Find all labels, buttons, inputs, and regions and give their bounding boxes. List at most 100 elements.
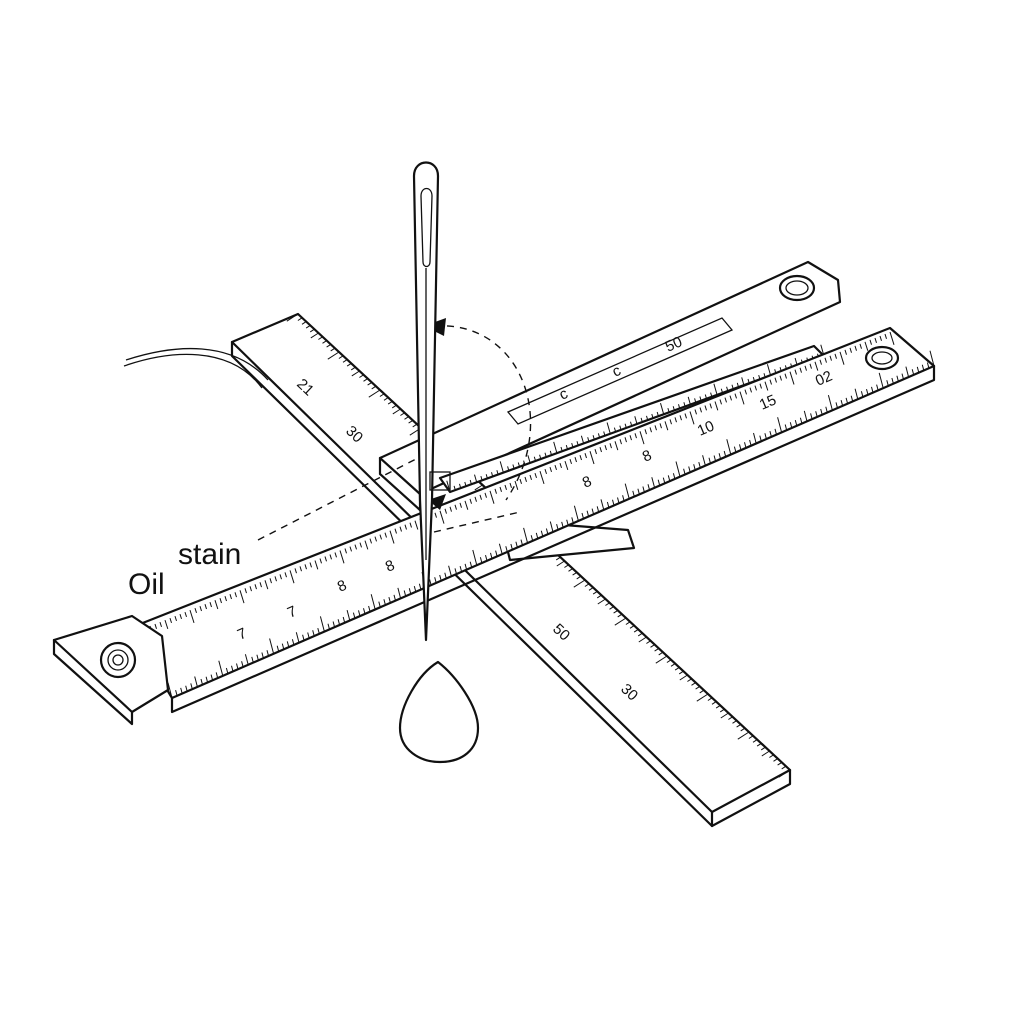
ruler-tick xyxy=(205,676,209,683)
oil-drop-icon xyxy=(398,660,480,764)
ruler-tick xyxy=(495,550,498,557)
ruler-tick xyxy=(167,682,173,699)
ruler-tick xyxy=(359,542,362,548)
ruler-tick xyxy=(660,402,665,415)
ruler-tick xyxy=(637,632,643,637)
ruler-tick xyxy=(803,410,808,422)
ruler-tick xyxy=(404,524,407,530)
ruler-tick xyxy=(707,697,713,701)
ruler-tick xyxy=(879,335,882,341)
ruler-tick xyxy=(714,401,719,411)
ruler-tick xyxy=(327,351,340,360)
ruler-tick xyxy=(444,508,447,514)
ruler-tick xyxy=(871,386,874,393)
ruler-tick xyxy=(694,409,697,415)
ruler-tick xyxy=(276,645,280,652)
ruler-tick xyxy=(864,341,869,351)
ruler-tick xyxy=(709,403,712,409)
ruler-tick xyxy=(194,607,197,614)
ruler-tick xyxy=(784,373,787,379)
ruler-tick xyxy=(749,387,752,393)
ruler-tick xyxy=(339,550,345,564)
ruler-tick xyxy=(517,462,520,467)
ruler-tick xyxy=(619,439,622,445)
ruler-tick xyxy=(397,587,402,599)
ruler-tick xyxy=(274,576,277,582)
ruler-tick xyxy=(591,508,595,515)
ruler-tick xyxy=(194,676,198,688)
ruler-tick xyxy=(587,437,590,442)
ruler-tick xyxy=(504,484,507,490)
ruler-tick xyxy=(670,663,676,667)
ruler-tick xyxy=(579,455,582,461)
ruler-tick xyxy=(739,444,742,451)
ruler-tick xyxy=(581,512,584,519)
ruler-tick xyxy=(559,462,562,469)
ruler-tick xyxy=(571,517,574,524)
ruler-tick xyxy=(753,432,757,444)
ruler-tick xyxy=(560,446,563,452)
ruler-tick xyxy=(286,641,290,648)
ruler-tick xyxy=(454,568,457,575)
ruler-tick xyxy=(369,538,372,544)
ruler-tick xyxy=(759,435,762,442)
ruler-tick xyxy=(674,666,680,671)
ruler-tick xyxy=(286,313,299,322)
ruler-tick xyxy=(322,340,327,344)
ruler-tick xyxy=(496,470,499,475)
ruler-tick xyxy=(572,571,578,576)
ruler-tick xyxy=(529,474,532,480)
ruler-tick xyxy=(269,638,275,654)
ruler-tick xyxy=(472,549,478,566)
ruler-tick xyxy=(408,588,412,595)
ruler-tick xyxy=(464,563,468,570)
ruler-tick xyxy=(884,333,887,339)
ruler-tick xyxy=(764,381,769,391)
ruler-tick xyxy=(624,437,627,443)
ruler-tick xyxy=(814,361,819,371)
ruler-tick xyxy=(916,366,920,373)
ruler-tick xyxy=(434,512,437,518)
ruler-tick xyxy=(869,339,872,345)
ruler-tick xyxy=(622,495,625,502)
ruler-tick xyxy=(664,421,669,431)
ruler-tick xyxy=(675,461,681,477)
ruler-tick xyxy=(554,464,557,471)
ruler-tick xyxy=(773,758,778,762)
ruler-tick xyxy=(224,596,227,602)
ruler-tick xyxy=(737,731,750,740)
ruler-tick xyxy=(874,337,877,343)
ruler-tick xyxy=(819,359,822,365)
ruler-tick xyxy=(649,427,652,433)
ruler-tick xyxy=(614,617,627,626)
ruler-tick xyxy=(204,604,207,610)
stain-label: stain xyxy=(178,538,241,571)
ruler-tick xyxy=(704,394,707,399)
ruler-tick xyxy=(876,384,879,391)
ruler-tick xyxy=(600,499,605,511)
ruler-tick xyxy=(683,402,686,407)
ruler-tick xyxy=(694,398,697,403)
ruler-tick xyxy=(214,600,219,610)
ruler-tick xyxy=(507,466,510,471)
ruler-tick xyxy=(549,521,554,533)
ruler-tick xyxy=(654,425,657,431)
ruler-tick xyxy=(494,488,497,494)
ruler-tick xyxy=(720,388,723,394)
ruler-tick xyxy=(784,424,788,431)
ruler-tick xyxy=(309,562,312,568)
ruler-tick xyxy=(520,539,523,546)
ruler-tick xyxy=(444,572,447,579)
ruler-tick xyxy=(414,520,419,530)
ruler-tick xyxy=(354,544,357,550)
ruler-tick xyxy=(860,391,864,398)
ruler-tick xyxy=(756,742,762,747)
ruler-tick xyxy=(530,535,534,542)
ruler-tick xyxy=(624,483,630,499)
gauge-mark: 50 xyxy=(663,333,685,355)
ruler-tick xyxy=(693,464,696,471)
ruler-tick xyxy=(774,377,777,383)
ruler-tick xyxy=(736,723,742,728)
ruler-tick xyxy=(759,383,762,389)
ruler-tick xyxy=(555,556,561,561)
